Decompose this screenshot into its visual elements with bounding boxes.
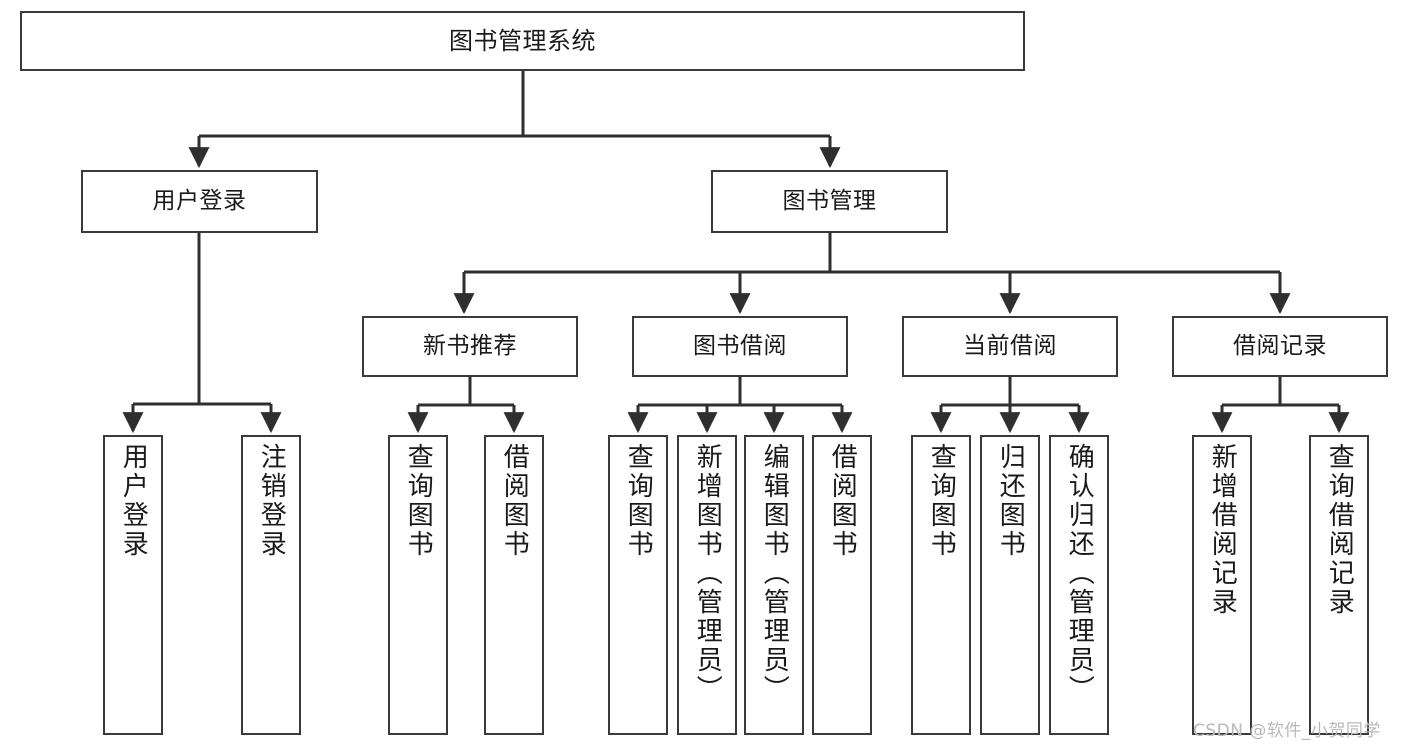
leaf-borrow-borrow-book[interactable]: 借阅图书 xyxy=(812,435,872,735)
node-label: 图书借阅 xyxy=(693,332,787,359)
node-label: 查询图书 xyxy=(403,443,434,559)
leaf-borrow-query-book[interactable]: 查询图书 xyxy=(608,435,668,735)
node-label: 查询图书 xyxy=(926,443,957,559)
node-label: 借阅图书 xyxy=(827,443,858,559)
node-label: 新增借阅记录 xyxy=(1207,443,1238,617)
node-book-management[interactable]: 图书管理 xyxy=(711,170,948,233)
node-label: 查询图书 xyxy=(623,443,654,559)
node-label: 编辑图书（管理员） xyxy=(759,443,790,704)
node-label: 借阅记录 xyxy=(1233,332,1327,359)
leaf-record-query-borrow-record[interactable]: 查询借阅记录 xyxy=(1309,435,1369,735)
node-current-borrow[interactable]: 当前借阅 xyxy=(902,316,1118,377)
leaf-new-book-query-book[interactable]: 查询图书 xyxy=(388,435,448,735)
node-label: 查询借阅记录 xyxy=(1324,443,1355,617)
node-user-login[interactable]: 用户登录 xyxy=(81,170,318,233)
node-label: 注销登录 xyxy=(256,443,287,559)
leaf-borrow-edit-book-admin[interactable]: 编辑图书（管理员） xyxy=(744,435,804,735)
leaf-borrow-add-book-admin[interactable]: 新增图书（管理员） xyxy=(677,435,737,735)
leaf-logout[interactable]: 注销登录 xyxy=(241,435,301,735)
node-new-book-recommend[interactable]: 新书推荐 xyxy=(362,316,578,377)
node-label: 图书管理系统 xyxy=(449,26,596,55)
node-label: 用户登录 xyxy=(118,443,149,559)
node-label: 当前借阅 xyxy=(963,332,1057,359)
leaf-user-login[interactable]: 用户登录 xyxy=(103,435,163,735)
leaf-current-return-book[interactable]: 归还图书 xyxy=(980,435,1040,735)
node-borrow-record[interactable]: 借阅记录 xyxy=(1172,316,1388,377)
leaf-current-confirm-return-admin[interactable]: 确认归还（管理员） xyxy=(1049,435,1109,735)
node-label: 归还图书 xyxy=(995,443,1026,559)
leaf-record-add-borrow-record[interactable]: 新增借阅记录 xyxy=(1192,435,1252,735)
node-label: 借阅图书 xyxy=(499,443,530,559)
node-label: 确认归还（管理员） xyxy=(1064,443,1095,704)
node-label: 图书管理 xyxy=(782,187,877,214)
leaf-current-query-book[interactable]: 查询图书 xyxy=(911,435,971,735)
node-label: 新书推荐 xyxy=(423,332,517,359)
node-root-book-management-system[interactable]: 图书管理系统 xyxy=(20,11,1025,71)
node-label: 新增图书（管理员） xyxy=(692,443,723,704)
leaf-new-book-borrow-book[interactable]: 借阅图书 xyxy=(484,435,544,735)
node-label: 用户登录 xyxy=(152,187,247,214)
node-book-borrow[interactable]: 图书借阅 xyxy=(632,316,848,377)
